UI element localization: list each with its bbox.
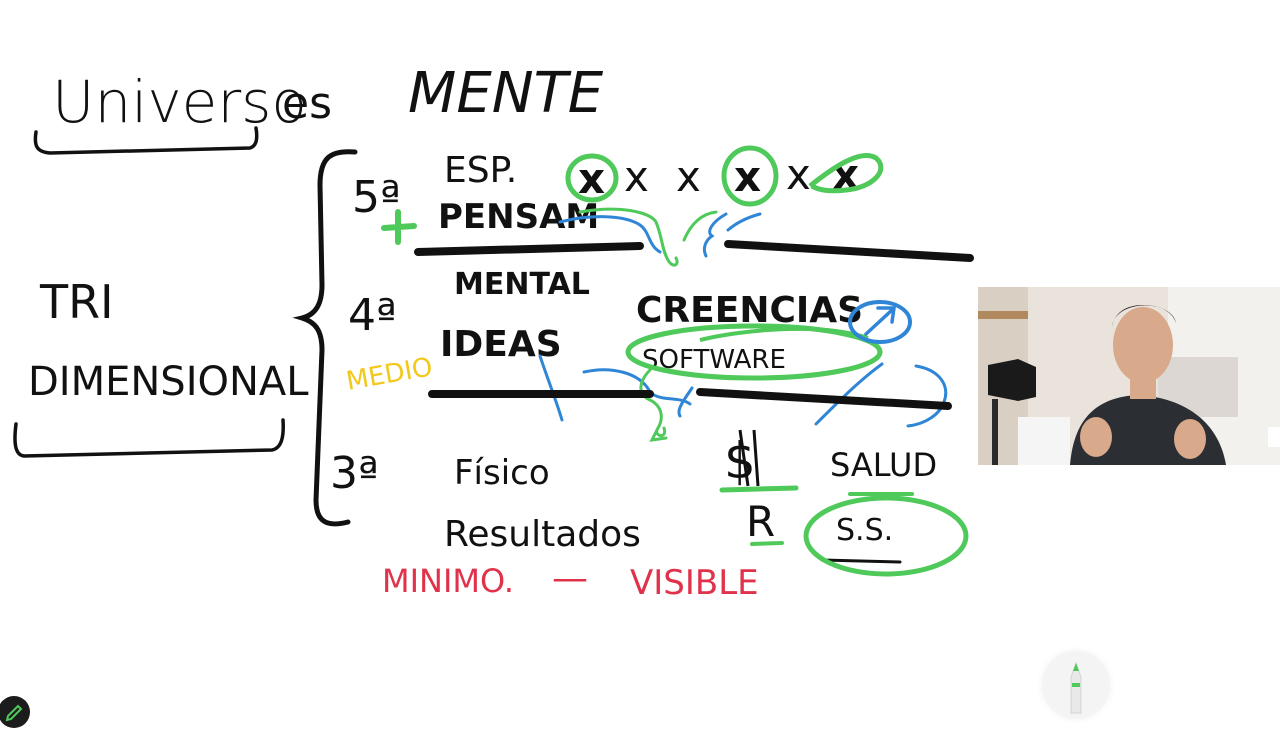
green-circle-x4 — [721, 145, 779, 207]
level5-esp: ESP. — [444, 150, 517, 191]
edit-button[interactable] — [0, 696, 30, 728]
label-tri: TRI — [39, 275, 114, 329]
medio-label: MEDIO — [344, 352, 435, 397]
dinero-strike — [738, 429, 760, 487]
minimo-label: MINIMO. — [382, 562, 514, 600]
blue-circle-arrow — [848, 300, 912, 344]
green-circle-x6 — [808, 153, 884, 194]
green-circle-software-2 — [699, 326, 869, 342]
r-label: R — [746, 497, 775, 546]
dash-label: — — [552, 558, 588, 599]
pencil-tool-button[interactable] — [1042, 651, 1110, 719]
level4-number: 4ª — [348, 290, 397, 341]
x-mark-4: x — [734, 152, 761, 201]
green-plus — [381, 209, 417, 245]
x-mark-2: x — [624, 152, 649, 201]
green-circle-x1 — [565, 153, 619, 203]
ss-underline — [820, 558, 902, 564]
x-mark-1: x — [578, 154, 605, 203]
level4-mental: MENTAL — [454, 267, 590, 302]
green-circle-ss — [803, 495, 969, 577]
underline-dimensional — [13, 418, 285, 458]
blue-lines-top — [558, 212, 762, 258]
level3-number: 3ª — [330, 448, 379, 499]
title-universo: Universo — [52, 68, 307, 136]
label-dimensional: DIMENSIONAL — [28, 359, 309, 405]
webcam-overlay — [978, 287, 1280, 465]
x-mark-3: x — [676, 152, 701, 201]
visible-label: VISIBLE — [630, 563, 759, 603]
separator-line-2 — [428, 388, 952, 410]
fisico-label: Físico — [454, 453, 550, 493]
green-flow-mid — [639, 368, 668, 442]
x-mark-5: x — [786, 150, 811, 199]
green-flow-top — [578, 207, 718, 267]
curly-brace — [292, 149, 358, 527]
green-underline-dinero — [719, 485, 799, 493]
blue-arrow-symbol — [864, 306, 897, 336]
level5-pensam: PENSAM — [438, 197, 599, 237]
ss-label: S.S. — [836, 513, 893, 548]
salud-label: SALUD — [830, 446, 937, 484]
dinero-label: $ — [724, 432, 756, 490]
underline-universo — [33, 126, 259, 155]
green-circle-software — [625, 323, 883, 381]
separator-line-1 — [414, 240, 974, 262]
pencil-icon — [1070, 661, 1082, 714]
level4-ideas: IDEAS — [440, 324, 562, 365]
green-underline-r — [750, 541, 784, 546]
level5-number: 5ª — [352, 172, 401, 223]
edit-icon — [5, 704, 23, 722]
title-mente: MENTE — [408, 61, 604, 126]
resultados-label: Resultados — [444, 514, 641, 555]
webcam-image — [978, 287, 1280, 465]
title-es: es — [282, 78, 332, 129]
